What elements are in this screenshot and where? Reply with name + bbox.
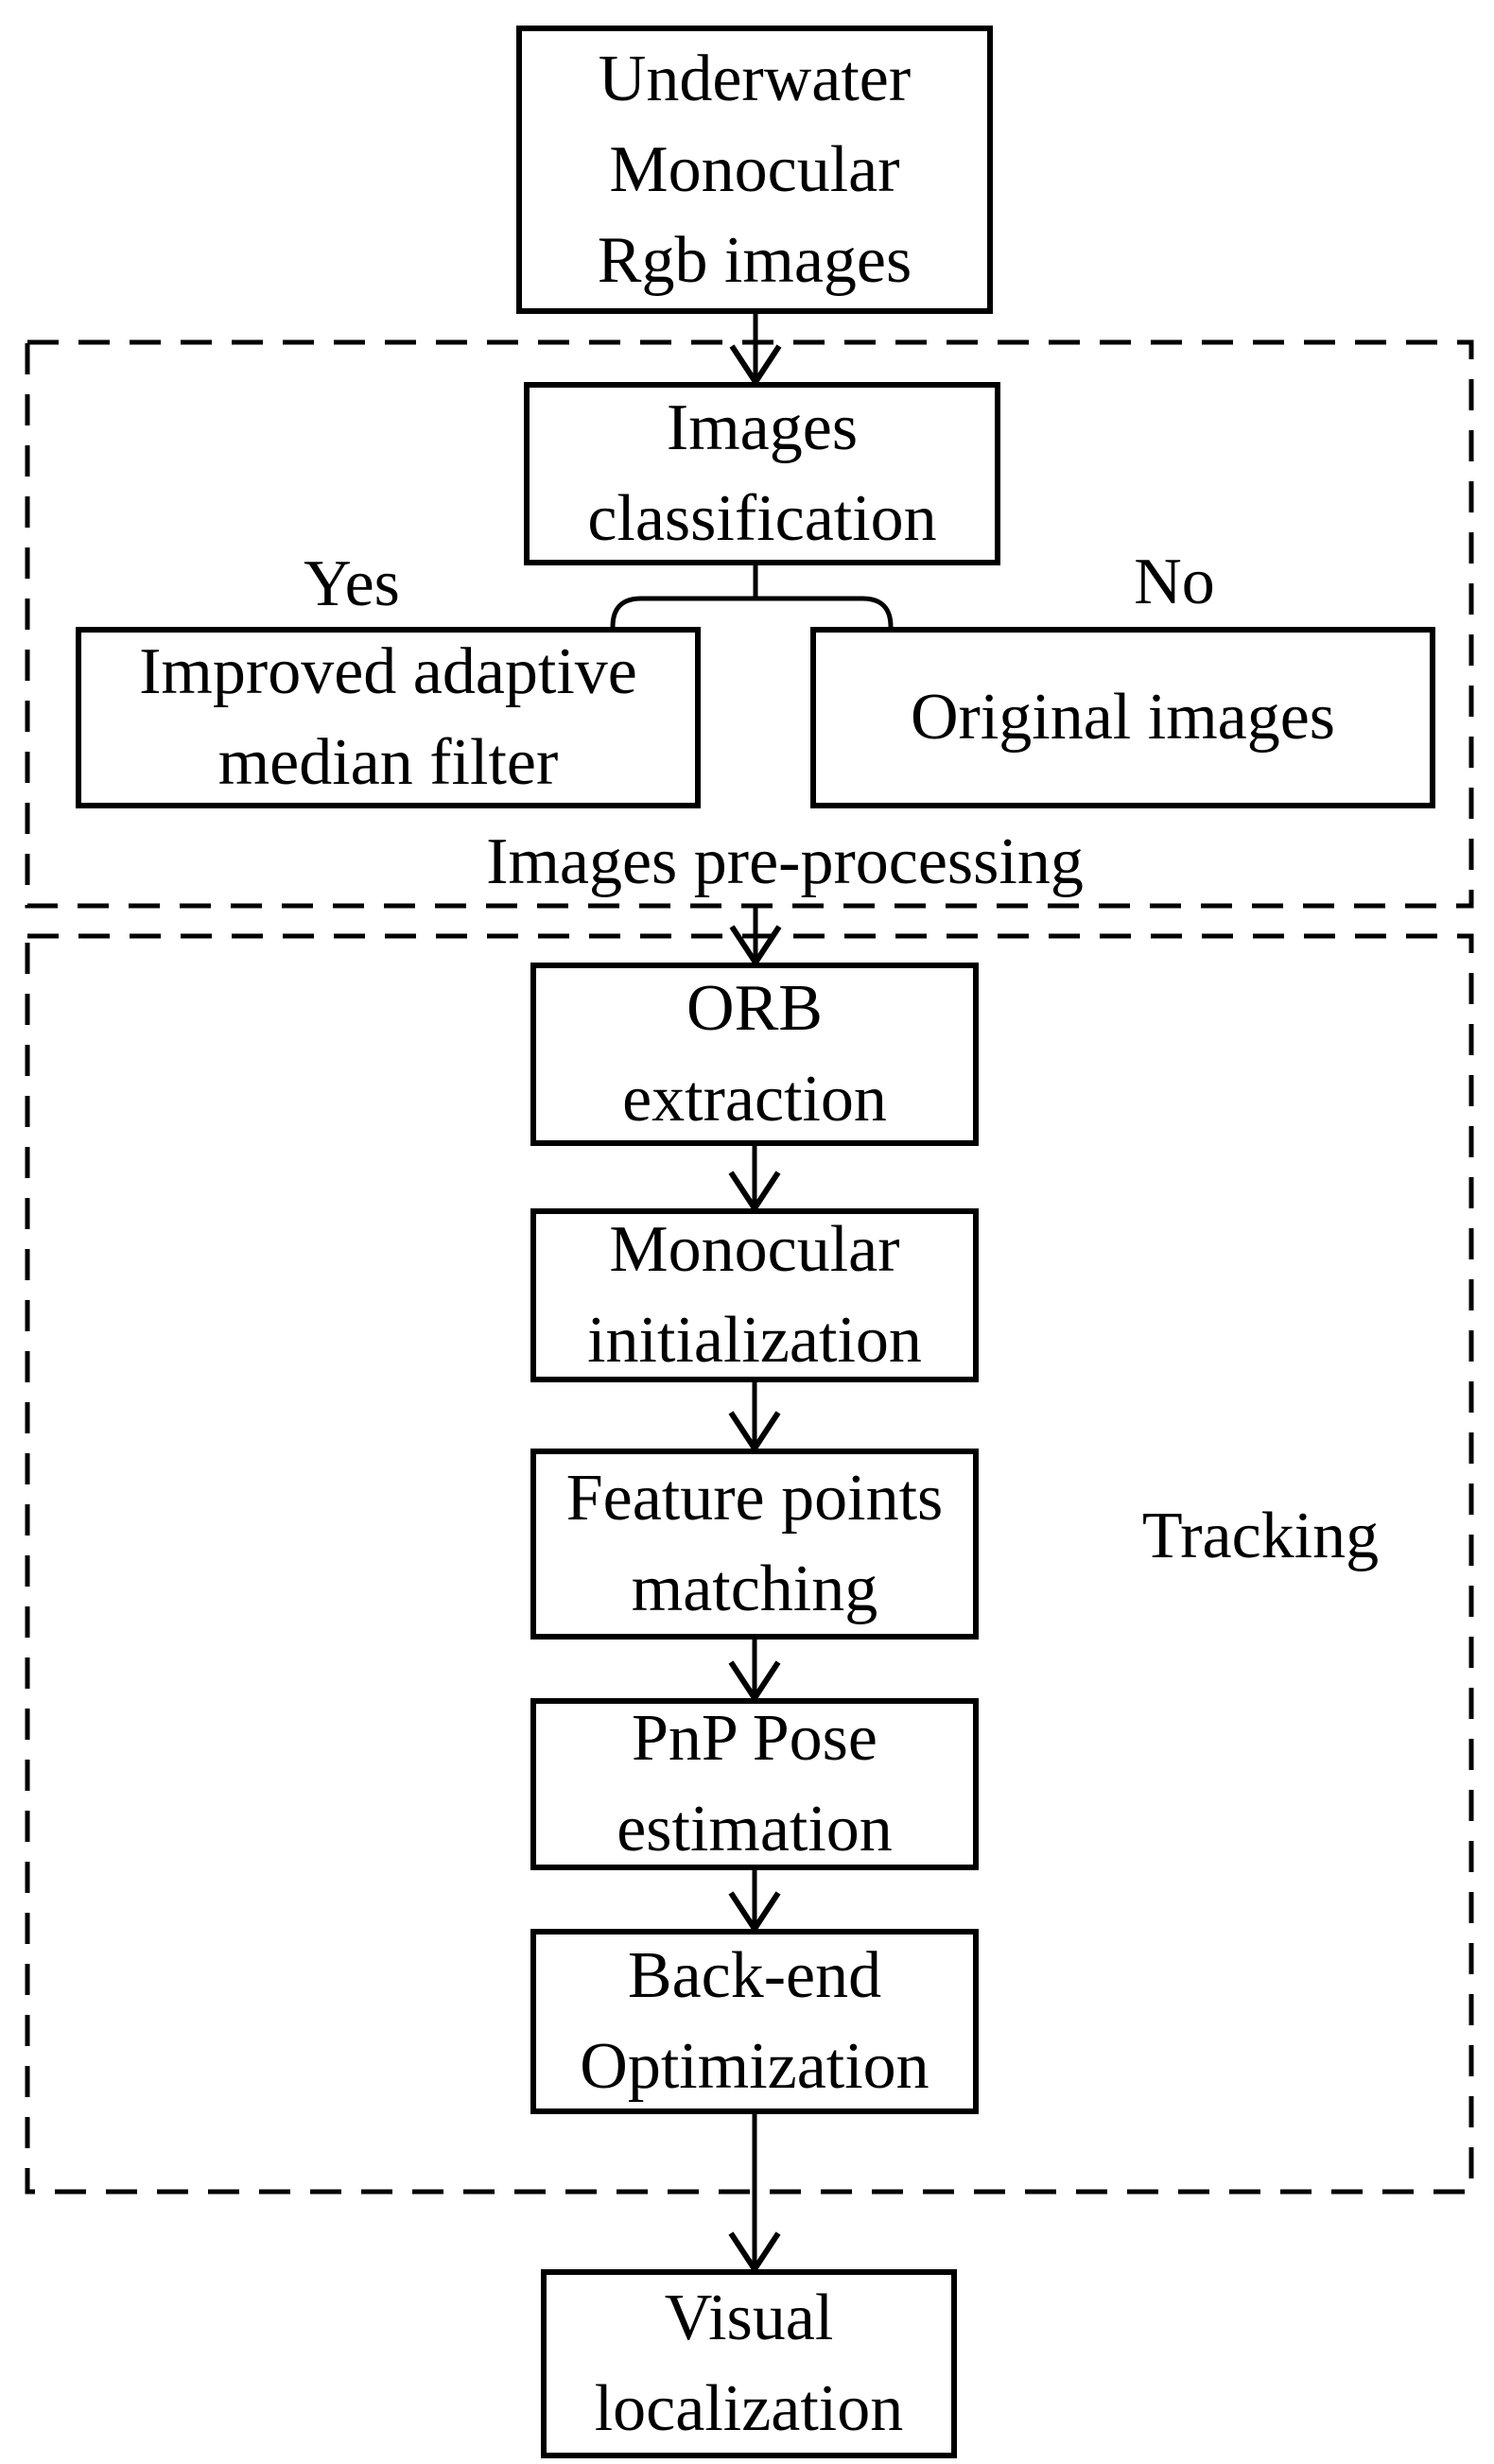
node-label-line: Images — [666, 391, 859, 464]
node-label-line: Improved adaptive — [139, 635, 637, 708]
node-label-line: Feature points — [565, 1462, 944, 1535]
node-label-line: Rgb images — [597, 223, 912, 297]
tracking-container-border — [25, 933, 1474, 2195]
node-label-line: Visual — [664, 2282, 834, 2354]
arrow-orb-to-initialization — [728, 1146, 781, 1214]
node-label-line: median filter — [217, 726, 559, 799]
arrow-input-to-classification — [729, 314, 782, 388]
node-orb-extraction: ORB extraction — [530, 963, 979, 1146]
container-label-tracking: Tracking — [1141, 1500, 1380, 1572]
branch-label-yes: Yes — [304, 547, 400, 620]
preprocessing-container-border — [25, 339, 1474, 909]
node-visual-localization: Visual localization — [541, 2269, 957, 2458]
node-feature-points-matching: Feature points matching — [530, 1449, 979, 1640]
arrow-merge-to-orb — [729, 904, 782, 968]
branch-label-no: No — [1134, 546, 1215, 618]
node-label-line: Back-end — [627, 1939, 882, 2012]
node-back-end-optimization: Back-end Optimization — [530, 1929, 979, 2114]
node-label-line: ORB — [686, 972, 823, 1045]
node-pnp-pose-estimation: PnP Pose estimation — [530, 1698, 979, 1870]
node-label-line: Monocular — [609, 132, 900, 206]
arrow-matching-to-pnp — [728, 1640, 781, 1704]
node-original-images: Original images — [810, 627, 1435, 808]
node-label-line: classification — [587, 482, 937, 555]
node-images-classification: Images classification — [524, 382, 1000, 565]
node-monocular-initialization: Monocular initialization — [530, 1208, 979, 1382]
node-label-line: matching — [631, 1553, 878, 1625]
node-label-line: PnP Pose — [631, 1702, 877, 1775]
node-label-line: estimation — [617, 1793, 893, 1865]
node-underwater-rgb-images: Underwater Monocular Rgb images — [516, 26, 993, 314]
node-label-line: localization — [594, 2372, 904, 2445]
arrow-pnp-to-backend — [728, 1870, 781, 1935]
node-improved-adaptive-median-filter: Improved adaptive median filter — [76, 627, 701, 808]
branch-split-connector — [610, 565, 894, 628]
node-label-line: extraction — [622, 1063, 887, 1136]
arrow-initialization-to-matching — [728, 1382, 781, 1454]
node-label-line: Monocular — [609, 1213, 900, 1286]
node-label-line: Original images — [910, 681, 1336, 754]
container-label-images-pre-processing: Images pre-processing — [486, 825, 1084, 898]
node-label-line: initialization — [587, 1304, 922, 1377]
node-label-line: Underwater — [598, 42, 912, 115]
node-label-line: Optimization — [580, 2030, 929, 2103]
